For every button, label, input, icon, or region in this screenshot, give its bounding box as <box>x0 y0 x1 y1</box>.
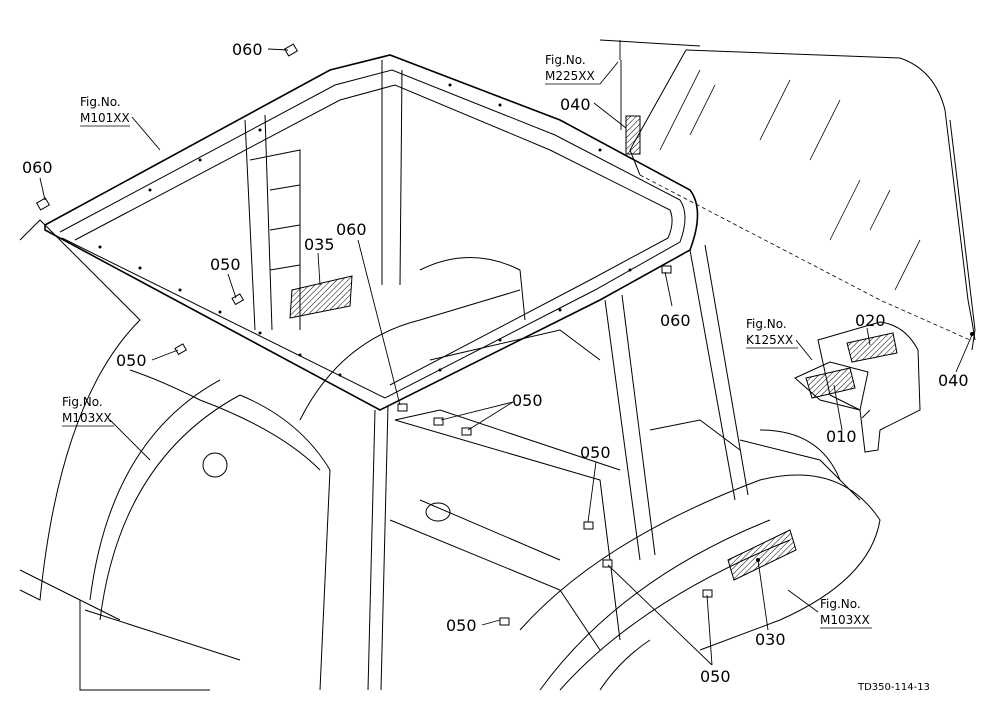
fig-ref-k125xx: Fig.No. K125XX <box>746 317 798 349</box>
fig-ref-m103xx-right: Fig.No. M103XX <box>820 597 872 629</box>
callout-050-center: 050 <box>512 391 543 410</box>
callout-050-bottom: 050 <box>446 616 477 635</box>
fig-ref-m103xx-left: Fig.No. M103XX <box>62 395 114 427</box>
small-tags <box>35 43 713 626</box>
callout-050-upper-left: 050 <box>210 255 241 274</box>
callout-060-top: 060 <box>232 40 263 59</box>
cab-floor <box>299 257 741 651</box>
callout-050-right-middle: 050 <box>580 443 611 462</box>
callout-060-right: 060 <box>660 311 691 330</box>
callout-060-left: 060 <box>22 158 53 177</box>
fig-ref-label: Fig.No. <box>820 597 861 611</box>
decal-035 <box>289 275 353 319</box>
callout-030: 030 <box>755 630 786 649</box>
callout-035: 035 <box>304 235 335 254</box>
fig-ref-m225xx: Fig.No. M225XX <box>545 53 619 85</box>
fig-ref-label: Fig.No. <box>545 53 586 67</box>
callout-050-bottom-right: 050 <box>700 667 731 686</box>
cab-frame <box>44 54 749 691</box>
decal-040 <box>625 115 641 155</box>
cover-assembly <box>794 321 921 453</box>
leader-lines <box>39 40 973 666</box>
fig-ref-code: M225XX <box>545 69 595 83</box>
drawing-reference: TD350-114-13 <box>857 682 930 693</box>
fig-ref-code: M103XX <box>62 411 112 425</box>
callout-020: 020 <box>855 311 886 330</box>
callout-010: 010 <box>826 427 857 446</box>
windshield-glass <box>599 39 976 351</box>
fig-ref-code: K125XX <box>746 333 793 347</box>
fig-ref-code: M101XX <box>80 111 130 125</box>
fig-ref-m101xx: Fig.No. M101XX <box>80 95 130 127</box>
fig-ref-label: Fig.No. <box>62 395 103 409</box>
callout-060-middle: 060 <box>336 220 367 239</box>
fig-ref-label: Fig.No. <box>80 95 121 109</box>
decal-030 <box>727 529 797 581</box>
right-fender <box>519 429 881 691</box>
callout-040-top: 040 <box>560 95 591 114</box>
callout-040-right: 040 <box>938 371 969 390</box>
fig-ref-code: M103XX <box>820 613 870 627</box>
callout-050-left: 050 <box>116 351 147 370</box>
left-fender <box>19 219 331 691</box>
fig-ref-label: Fig.No. <box>746 317 787 331</box>
